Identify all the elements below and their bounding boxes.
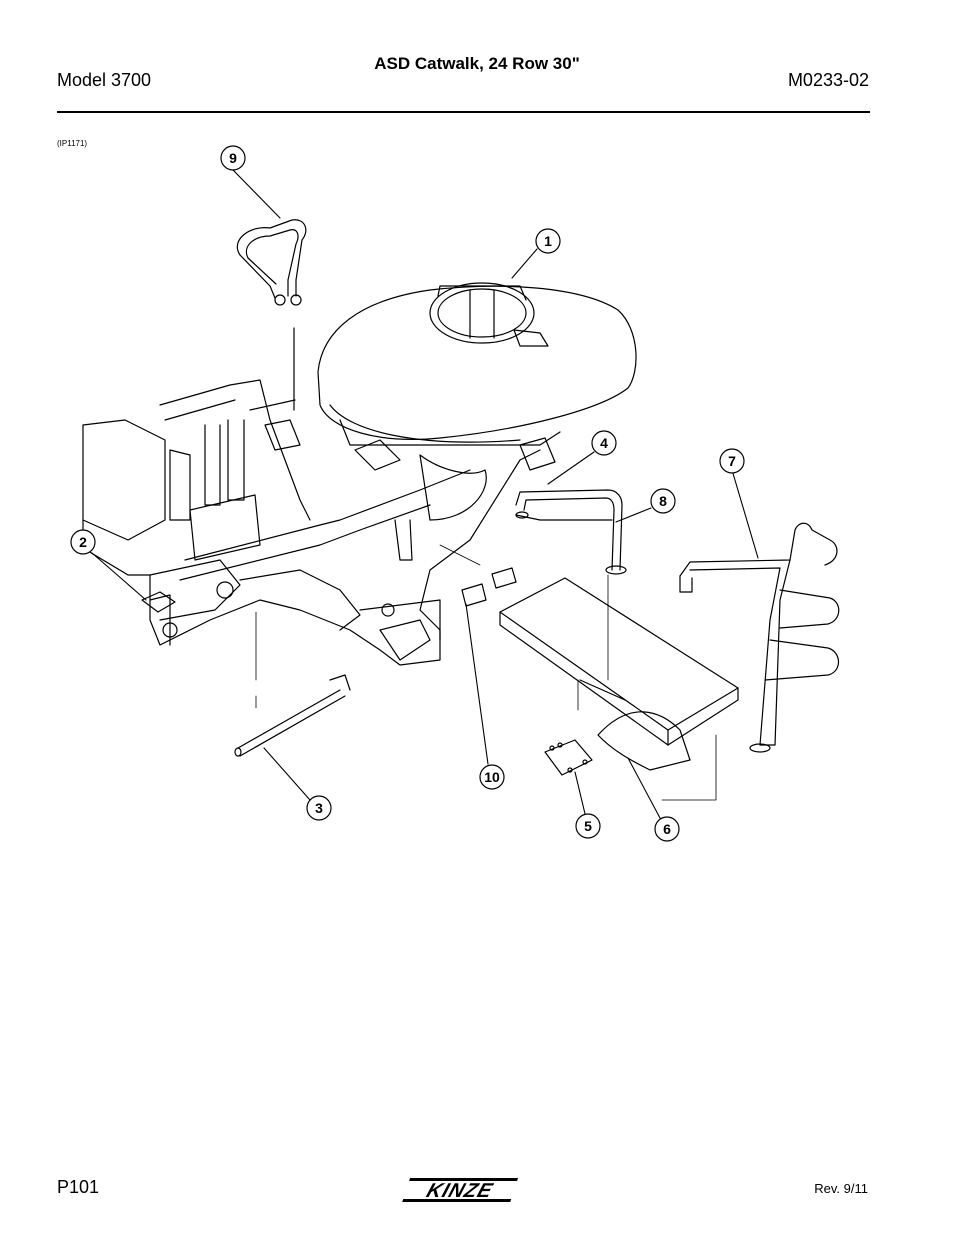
alignment-lines (255, 544, 717, 801)
callout-7: 7 (719, 448, 745, 474)
plates-part-10 (461, 567, 517, 607)
svg-text:1: 1 (544, 233, 552, 249)
frame-assembly (82, 379, 556, 666)
page-number: P101 (57, 1177, 100, 1197)
svg-text:6: 6 (663, 821, 671, 837)
document-number: M0233-02 (787, 70, 869, 90)
handle-part-9 (236, 219, 307, 411)
svg-text:KINZE: KINZE (424, 1179, 497, 1201)
revision-label: Rev. 9/11 (814, 1181, 868, 1196)
svg-text:5: 5 (584, 818, 592, 834)
svg-text:7: 7 (728, 453, 736, 469)
model-label: Model 3700 (57, 70, 152, 90)
svg-text:3: 3 (315, 800, 323, 816)
rail-part-8 (515, 489, 627, 575)
callout-4: 4 (591, 430, 617, 456)
svg-text:9: 9 (229, 150, 237, 166)
mount-part-2 (141, 591, 176, 613)
callout-5: 5 (575, 813, 601, 839)
bracket-part-5 (544, 739, 593, 776)
callout-3: 3 (306, 795, 332, 821)
callout-8: 8 (650, 488, 676, 514)
seed-tank (317, 282, 637, 446)
figure-id: (IP1171) (57, 139, 88, 148)
railing-part-7 (679, 522, 840, 753)
callout-2: 2 (70, 529, 96, 555)
svg-text:2: 2 (79, 534, 87, 550)
callout-6: 6 (654, 816, 680, 842)
svg-text:10: 10 (484, 769, 500, 785)
callout-1: 1 (535, 228, 561, 254)
svg-text:8: 8 (659, 493, 667, 509)
kinze-logo: KINZE (402, 1178, 519, 1202)
header-divider (57, 111, 870, 113)
leader-lines (91, 169, 759, 819)
callout-10: 10 (479, 764, 505, 790)
callout-9: 9 (220, 145, 246, 171)
page-title: ASD Catwalk, 24 Row 30" (374, 54, 580, 73)
tube-part-3 (234, 674, 351, 757)
svg-text:4: 4 (600, 435, 608, 451)
platform-part-6 (499, 577, 739, 771)
